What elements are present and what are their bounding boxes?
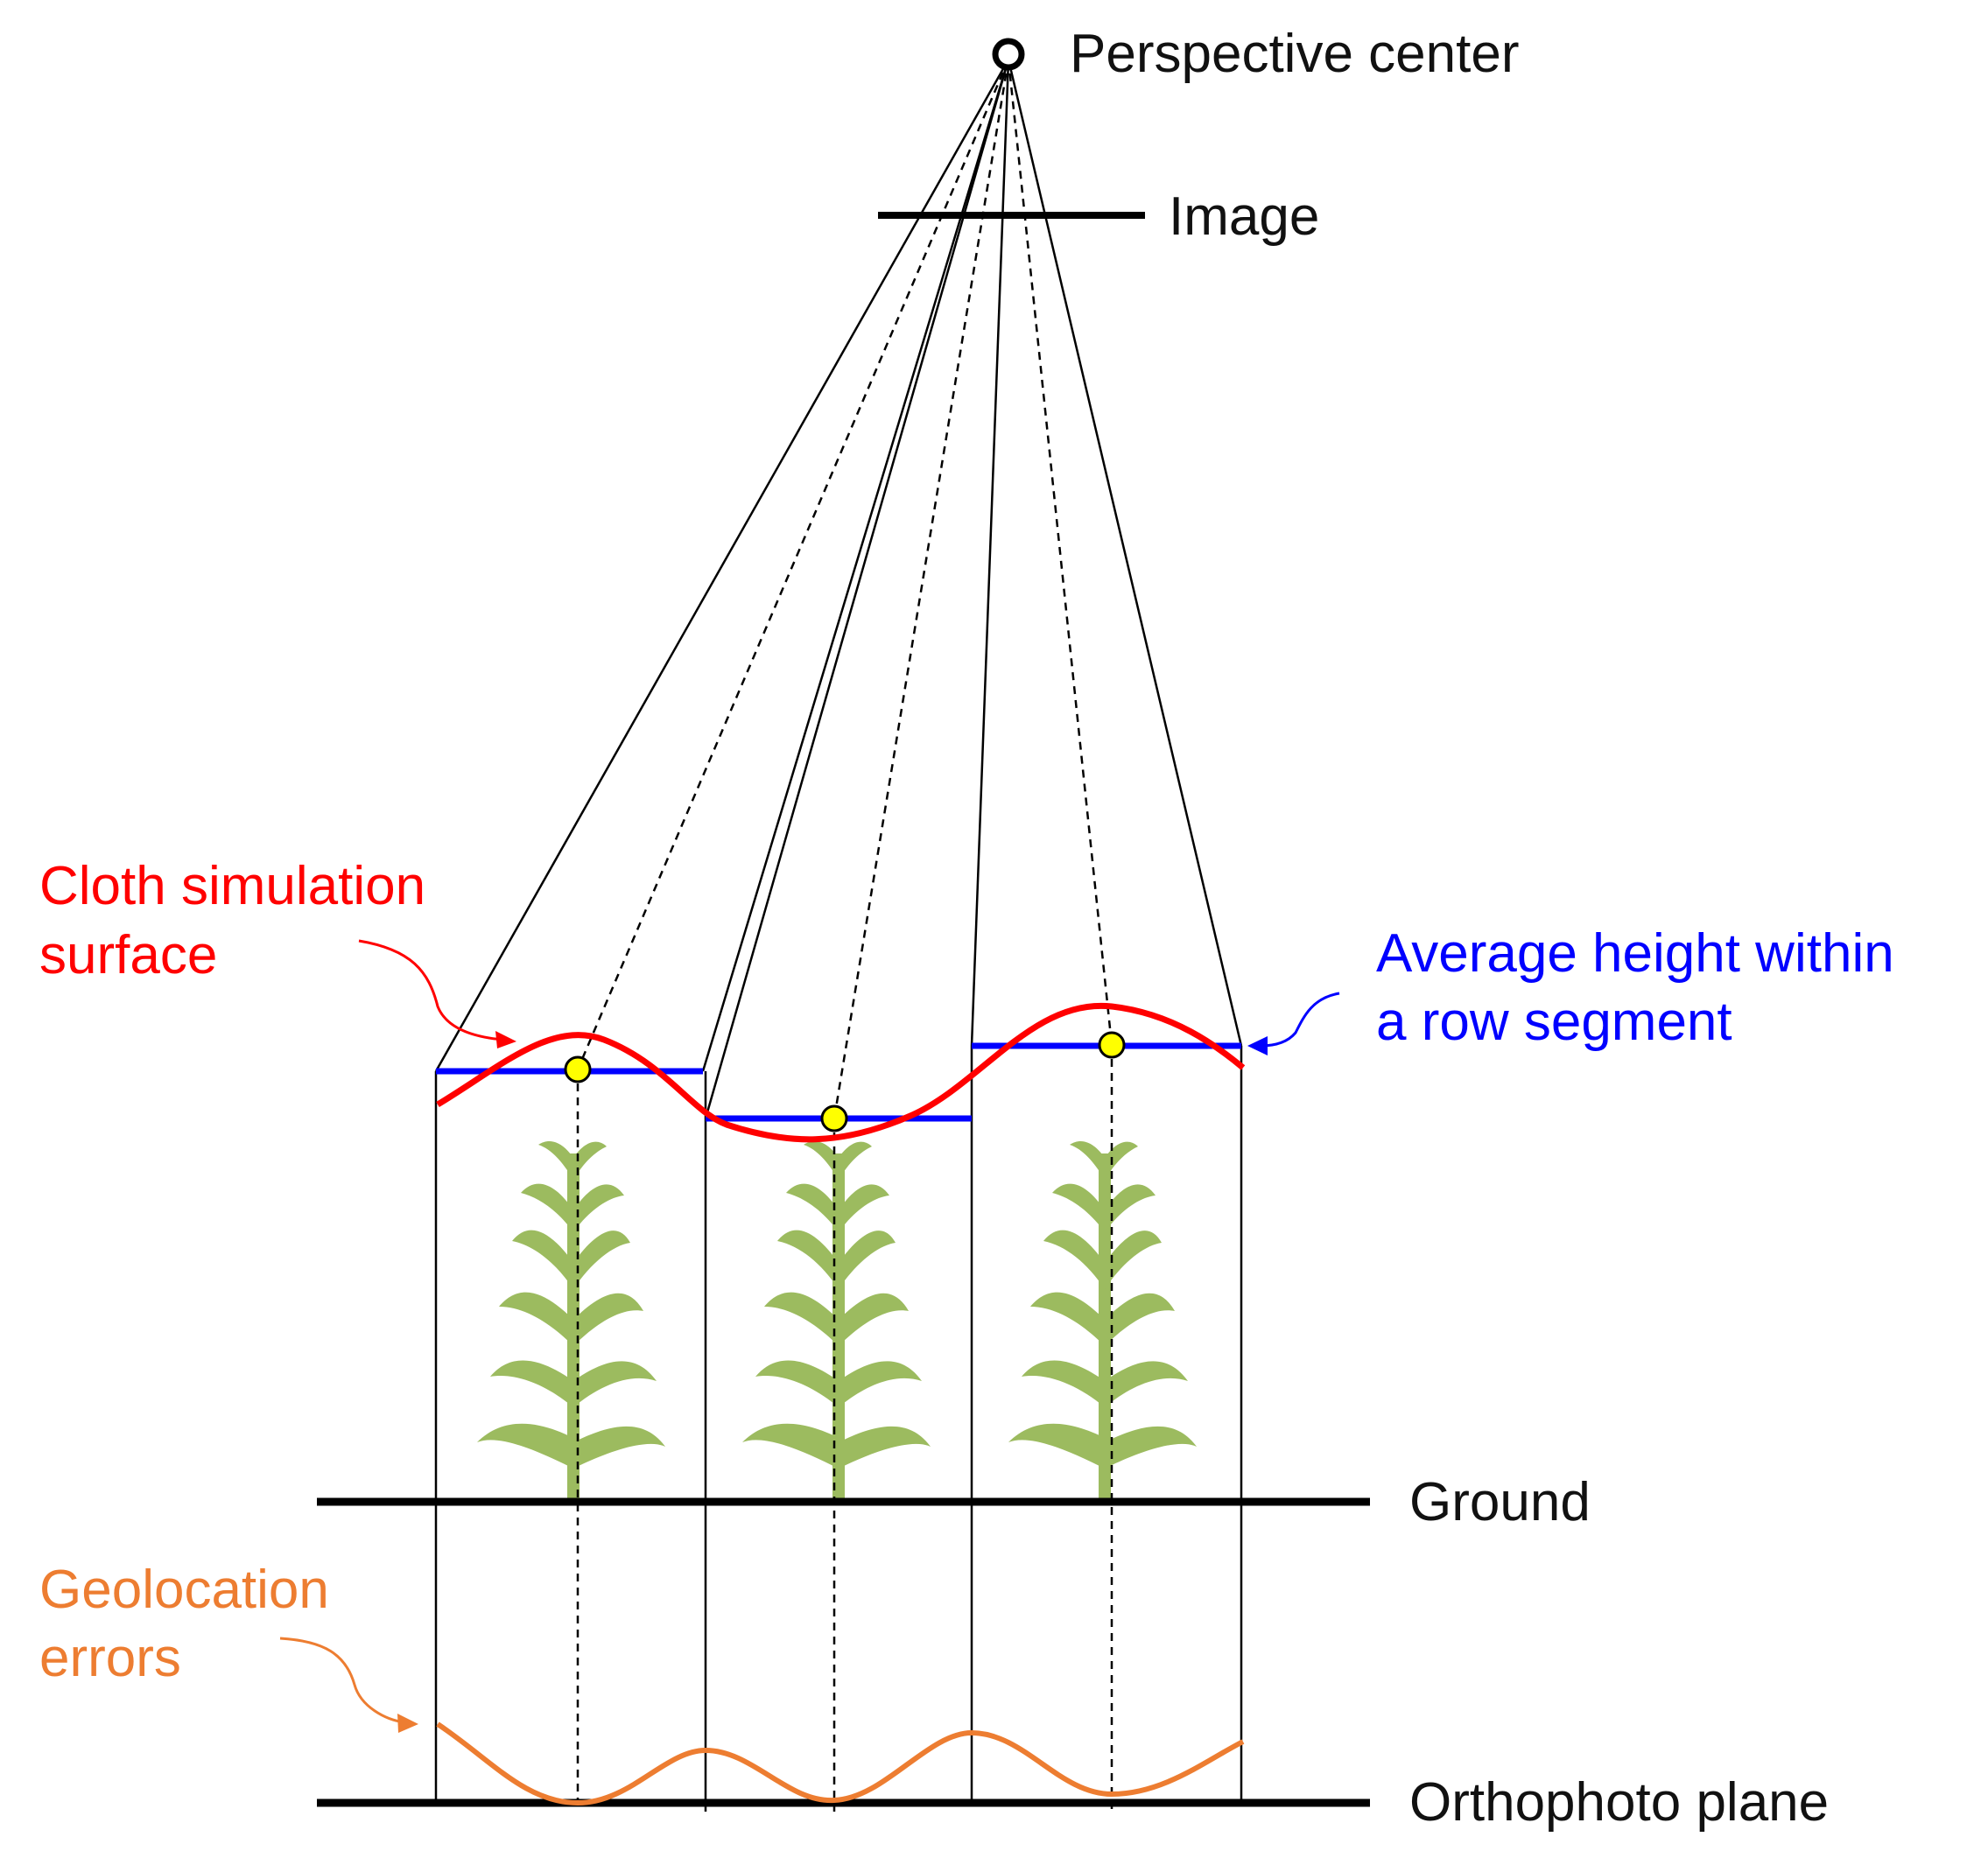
yellow-point-icon xyxy=(564,1055,592,1083)
cloth-label-line1: Cloth simulation xyxy=(39,856,425,916)
image-label: Image xyxy=(1169,186,1319,247)
orthophoto-plane-label: Orthophoto plane xyxy=(1409,1772,1829,1833)
geo-label-line1: Geolocation xyxy=(39,1560,329,1620)
average-label-line2: a row segment xyxy=(1376,992,1732,1052)
average-arrow-head xyxy=(1247,1036,1268,1055)
yellow-point-icon xyxy=(1098,1031,1126,1059)
yellow-point-icon xyxy=(820,1104,848,1132)
geolocation-errors-wave xyxy=(436,1721,1245,1806)
geo-arrow xyxy=(279,1637,405,1724)
corn-plant-icon xyxy=(477,1140,665,1499)
cloth-arrow-head xyxy=(495,1031,516,1048)
geo-label-line2: errors xyxy=(39,1628,181,1688)
corn-plant-icon xyxy=(742,1140,931,1499)
segment-borders xyxy=(434,1046,1243,1812)
perspective-center-icon xyxy=(992,38,1025,71)
geo-arrow-head xyxy=(397,1714,418,1733)
average-arrow xyxy=(1260,992,1340,1048)
corn-plant-icon xyxy=(1008,1140,1197,1499)
dashed-rays xyxy=(576,59,1113,1812)
cloth-label-line2: surface xyxy=(39,925,217,985)
cloth-simulation-surface xyxy=(436,1002,1246,1143)
average-label-line1: Average height within xyxy=(1376,923,1894,984)
cloth-arrow xyxy=(358,939,504,1041)
perspective-center-label: Perspective center xyxy=(1070,24,1519,84)
ground-label: Ground xyxy=(1409,1472,1591,1532)
projection-rays xyxy=(434,59,1243,1119)
